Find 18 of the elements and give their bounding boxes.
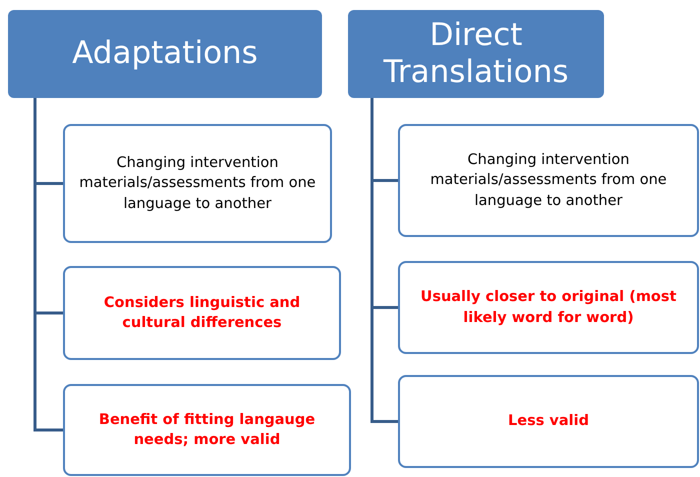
box-text: Direct Translations: [382, 16, 570, 92]
box-text: Usually closer to original (most likely word for word): [420, 288, 678, 328]
text-box: [398, 261, 699, 354]
box-text: Changing intervention materials/assessments from one language to another: [78, 154, 317, 214]
header-box: [348, 10, 604, 98]
box-text: Adaptations: [72, 35, 258, 73]
box-text: Considers linguistic and cultural differences: [102, 294, 302, 333]
text-box: [63, 266, 341, 360]
connector-line: [34, 98, 63, 432]
box-text: Benefit of fitting langauge needs; more valid: [98, 410, 316, 450]
header-box: [8, 10, 322, 98]
text-box: [398, 124, 699, 237]
text-box: [63, 124, 332, 243]
text-box: [398, 375, 699, 468]
box-text: Less valid: [508, 412, 589, 432]
text-box: [63, 384, 351, 476]
box-text: Changing intervention materials/assessments from one language to another: [429, 151, 668, 211]
connector-line: [370, 98, 398, 423]
